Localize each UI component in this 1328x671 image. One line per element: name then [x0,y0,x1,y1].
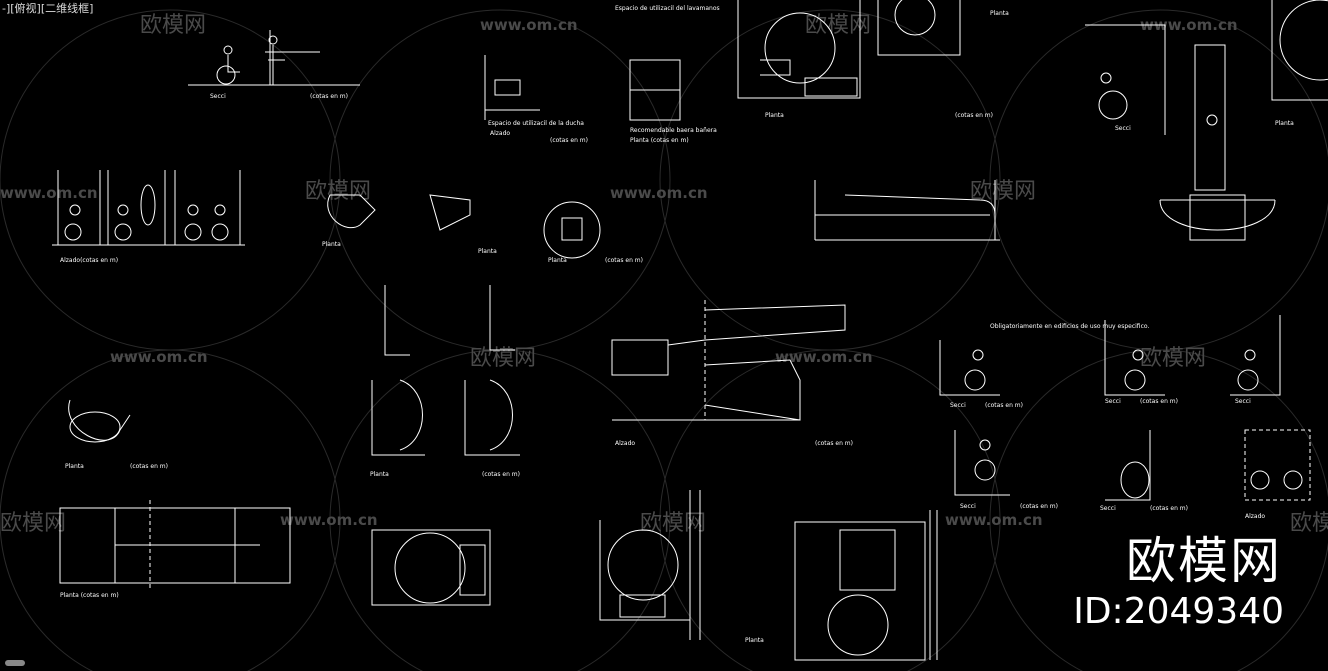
watermark-url: www.om.cn [945,511,1043,529]
label-planta-cotas: Planta (cotas en m) [630,137,689,144]
watermark-brand: 欧模网 [140,13,206,38]
label-cotas: (cotas en m) [1150,505,1188,512]
label-alzado: Alzado [490,130,510,137]
watermark-url: www.om.cn [280,511,378,529]
watermark-brand: 欧模网 [640,511,706,536]
label-planta: Planta [65,463,84,470]
label-alzado: Alzado [1245,513,1265,520]
viewport-label[interactable]: -][俯视][二维线框] [2,2,94,15]
label-cotas: (cotas en m) [310,93,348,100]
ucs-icon [5,660,25,666]
label-planta: Planta [745,637,764,644]
watermark-url: www.om.cn [610,184,708,202]
label-cotas: (cotas en m) [605,257,643,264]
label-seccion: Secci [1235,398,1251,405]
watermark-texts: www.om.cn www.om.cn www.om.cn www.om.cn … [0,13,1328,536]
watermark-url: www.om.cn [110,348,208,366]
label-seccion: Secci [1100,505,1116,512]
watermark-url: www.om.cn [0,184,98,202]
label-seccion: Secci [960,503,976,510]
label-cotas: (cotas en m) [955,112,993,119]
brand-id-text: ID:2049340 [1073,591,1284,632]
watermark-brand: 欧模网 [305,179,371,204]
label-lavamanos: Espacio de utilizacil del lavamanos [615,5,720,12]
label-alzado-cotas: Alzado(cotas en m) [60,257,118,264]
label-cotas: (cotas en m) [482,471,520,478]
watermark-brand: 欧模网 [0,511,66,536]
watermark-url: www.om.cn [1140,16,1238,34]
label-cotas: (cotas en m) [815,440,853,447]
label-edificios: Obligatoriamente en edificios de uso muy… [990,323,1149,330]
label-seccion: Secci [210,93,226,100]
label-cotas: (cotas en m) [1020,503,1058,510]
label-planta: Planta [765,112,784,119]
watermark-url: www.om.cn [480,16,578,34]
label-alzado: Alzado [615,440,635,447]
label-cotas: (cotas en m) [1140,398,1178,405]
watermark-brand: 欧模网 [1290,511,1328,536]
label-ducha: Espacio de utilizacil de la ducha [488,120,584,127]
label-planta: Planta [370,471,389,478]
label-cotas: (cotas en m) [550,137,588,144]
watermark-brand: 欧模网 [1140,346,1206,371]
label-banera: Recomendable baera bañera [630,127,717,134]
label-seccion: Secci [1115,125,1131,132]
label-planta: Planta [478,248,497,255]
label-planta: Planta [990,10,1009,17]
cad-linework [52,0,1328,661]
brand-logo-text: 欧模网 [1126,532,1282,590]
label-seccion: Secci [1105,398,1121,405]
label-planta: Planta [322,241,341,248]
label-planta-cotas: Planta (cotas en m) [60,592,119,599]
label-planta: Planta [1275,120,1294,127]
cad-annotations: Secci (cotas en m) Espacio de utilizacil… [60,5,1294,644]
label-seccion: Secci [950,402,966,409]
label-cotas: (cotas en m) [130,463,168,470]
label-cotas: (cotas en m) [985,402,1023,409]
label-planta: Planta [548,257,567,264]
watermark-url: www.om.cn [775,348,873,366]
